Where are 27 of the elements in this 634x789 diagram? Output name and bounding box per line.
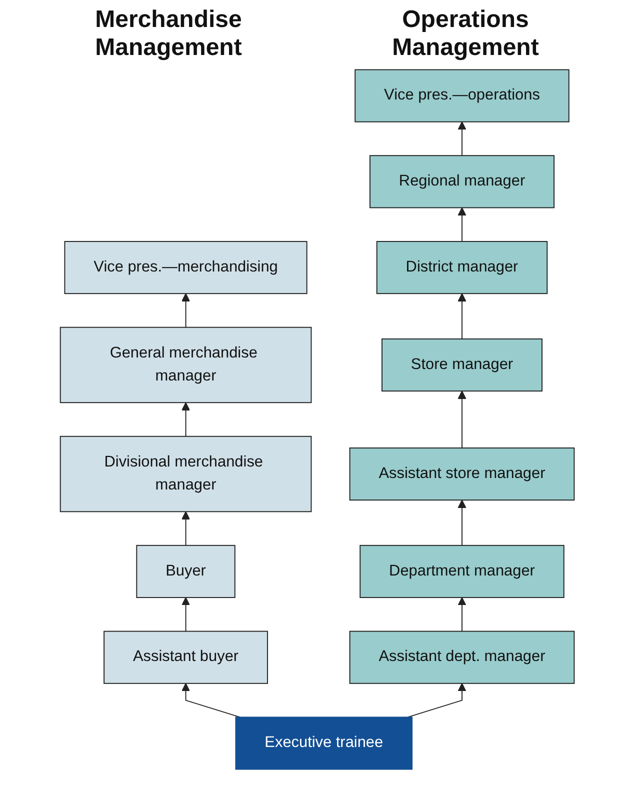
arrow bbox=[458, 597, 466, 632]
node-box: Divisional merchandise manager bbox=[60, 436, 312, 512]
arrow bbox=[406, 683, 466, 718]
arrow bbox=[181, 597, 190, 632]
arrow bbox=[458, 121, 466, 156]
arrow bbox=[458, 207, 466, 242]
arrow bbox=[458, 390, 466, 448]
arrow bbox=[181, 511, 190, 546]
node-box: Vice pres.—merchandising bbox=[64, 241, 308, 294]
column-heading: Merchandise Management bbox=[94, 6, 243, 62]
arrow bbox=[181, 683, 240, 718]
node-box: Assistant store manager bbox=[349, 447, 574, 501]
node-box: General merchandise manager bbox=[60, 326, 312, 404]
node-box: Vice pres.—operations bbox=[354, 69, 570, 122]
node-box: Store manager bbox=[381, 338, 542, 392]
node-box: Executive trainee bbox=[234, 716, 412, 770]
arrow bbox=[458, 293, 466, 340]
column-heading: Operations Management bbox=[391, 6, 540, 62]
node-box: Buyer bbox=[136, 544, 236, 598]
node-box: Assistant buyer bbox=[103, 630, 268, 684]
node-box: District manager bbox=[376, 241, 548, 294]
node-box: Department manager bbox=[359, 544, 564, 598]
arrow bbox=[181, 293, 190, 328]
arrow bbox=[458, 500, 466, 546]
node-box: Assistant dept. manager bbox=[349, 630, 574, 684]
node-box: Regional manager bbox=[369, 155, 554, 208]
arrow bbox=[181, 402, 190, 437]
